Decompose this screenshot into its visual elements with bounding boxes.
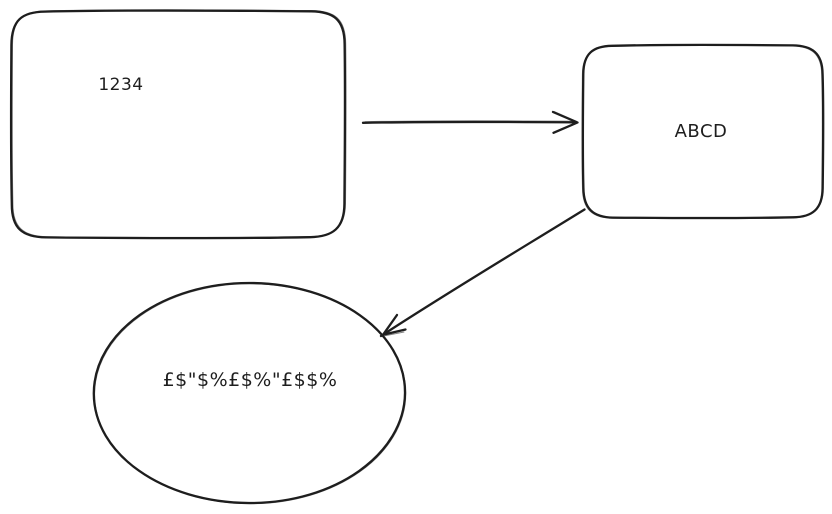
arrowhead-right-pass2: [553, 111, 577, 122]
rounded-rectangle-outline-pass2: [11, 9, 347, 238]
ellipse-outline-pass2: [94, 283, 407, 505]
node-ellipse[interactable]: £$"$%£$%"£$$%: [92, 281, 407, 505]
arrow-horizontal[interactable]: [361, 110, 579, 134]
node-label-1234: 1234: [98, 75, 143, 95]
arrow-shaft: [361, 120, 578, 124]
node-label-abcd: ABCD: [675, 121, 728, 142]
node-large-rounded-rectangle[interactable]: 1234: [9, 9, 347, 240]
arrow-diagonal[interactable]: [379, 208, 586, 338]
rounded-rectangle-outline: [9, 9, 347, 240]
arrowhead-down-left-icon: [381, 313, 407, 336]
arrow-shaft: [379, 208, 586, 338]
arrowhead-down-left-pass2: [384, 331, 405, 337]
rounded-rectangle-outline-pass2: [581, 44, 823, 220]
node-small-rounded-rectangle[interactable]: ABCD: [581, 43, 825, 220]
arrowhead-right-icon: [551, 110, 579, 134]
rounded-rectangle-outline: [581, 43, 825, 220]
node-label-symbols: £$"$%£$%"£$$%: [163, 369, 338, 391]
arrow-shaft-pass2: [364, 120, 575, 123]
